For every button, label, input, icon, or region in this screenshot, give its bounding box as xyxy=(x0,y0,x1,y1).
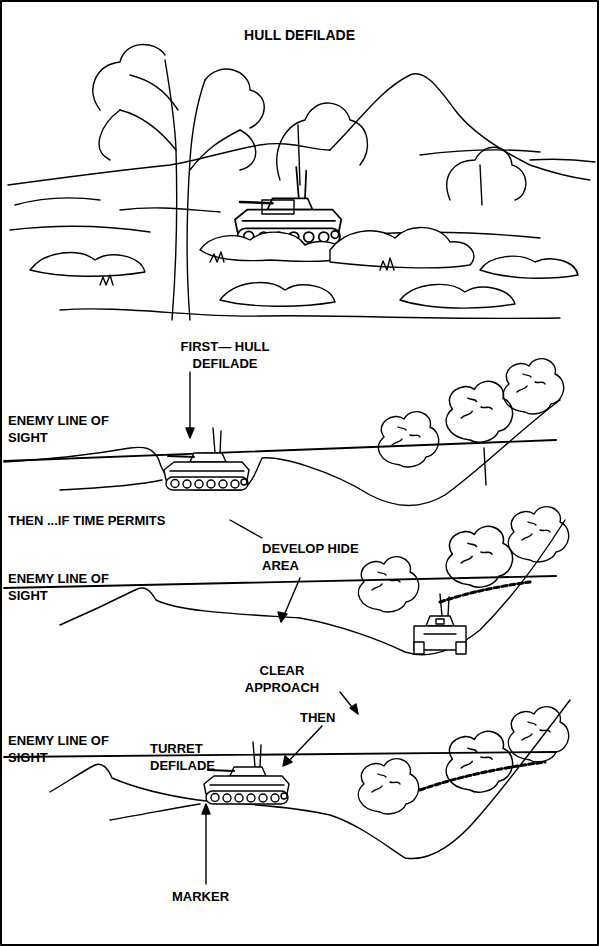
callout-label: ENEMY LINE OF SIGHT xyxy=(8,412,126,446)
callout-label: MARKER xyxy=(172,888,272,905)
diagram-title: HULL DEFILADE xyxy=(0,27,599,43)
callout-label: DEVELOP HIDE AREA xyxy=(262,540,372,574)
callout-label: ENEMY LINE OF SIGHT xyxy=(8,732,126,766)
callout-label: FIRST— HULL DEFILADE xyxy=(160,338,290,372)
callout-label: ENEMY LINE OF SIGHT xyxy=(8,570,126,604)
callout-label: THEN xyxy=(300,709,360,726)
callout-label: CLEAR APPROACH xyxy=(232,662,332,696)
callout-label: THEN ...IF TIME PERMITS xyxy=(8,512,228,529)
callout-label: TURRET DEFILADE xyxy=(150,740,230,774)
